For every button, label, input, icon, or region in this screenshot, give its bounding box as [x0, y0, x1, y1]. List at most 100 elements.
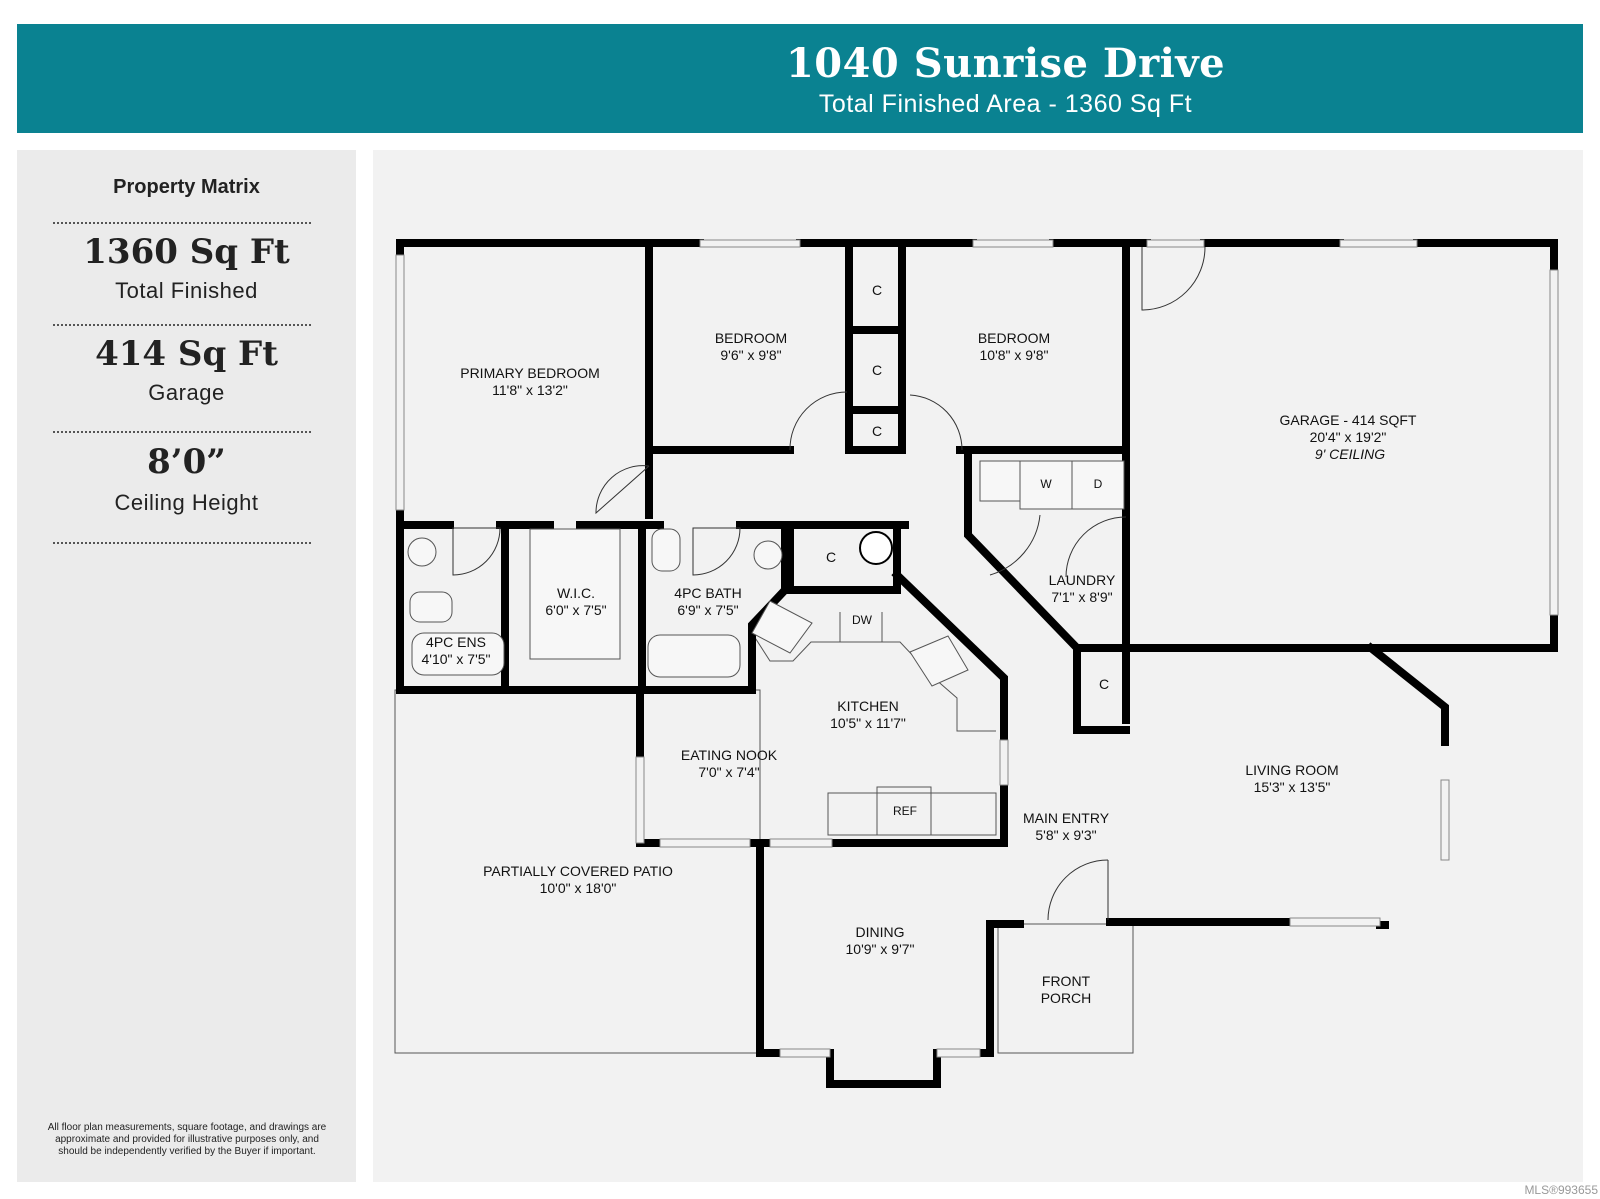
garage-ceiling-note: 9' CEILING: [1315, 446, 1385, 462]
svg-text:BEDROOM: BEDROOM: [978, 330, 1050, 346]
patio-name: PARTIALLY COVERED PATIO: [483, 863, 673, 879]
ceiling-height-label: Ceiling Height: [114, 490, 259, 515]
ceiling-height-value: 8’0”: [147, 442, 226, 482]
porch-outline: [997, 923, 1134, 1054]
laundry-name: LAUNDRY: [1049, 572, 1116, 588]
svg-text:11'8" x 13'2": 11'8" x 13'2": [492, 382, 568, 398]
svg-text:PORCH: PORCH: [1041, 990, 1092, 1006]
front-porch-name: FRONT: [1042, 973, 1091, 989]
svg-text:C: C: [872, 282, 882, 298]
kitchen-name: KITCHEN: [837, 698, 898, 714]
total-finished-label: Total Finished: [115, 278, 258, 303]
patio-size: 10'0" x 18'0": [540, 880, 617, 896]
garage-name: GARAGE - 414 SQFT: [1280, 412, 1417, 428]
dryer-label: D: [1094, 477, 1103, 491]
svg-text:EATING NOOK: EATING NOOK: [681, 747, 778, 763]
washer-label: W: [1040, 477, 1052, 491]
ensuite-name: 4PC ENS: [426, 634, 486, 650]
svg-text:BEDROOM: BEDROOM: [715, 330, 787, 346]
bedroom-2-name: BEDROOM: [715, 330, 787, 346]
garage-label: Garage: [148, 380, 225, 405]
dishwasher-label: DW: [852, 613, 873, 627]
closet-label: C: [872, 282, 882, 298]
main-entry-size: 5'8" x 9'3": [1035, 827, 1096, 843]
mls-watermark: MLS®993655: [1524, 1183, 1598, 1197]
svg-text:MAIN ENTRY: MAIN ENTRY: [1023, 810, 1110, 826]
property-address: 1040 Sunrise Drive: [785, 40, 1226, 87]
svg-text:GARAGE - 414 SQFT: GARAGE - 414 SQFT: [1280, 412, 1417, 428]
closet-label: C: [872, 423, 882, 439]
closet-label: C: [1099, 676, 1109, 692]
svg-text:7'1" x 8'9": 7'1" x 8'9": [1051, 589, 1112, 605]
svg-text:D: D: [1094, 477, 1103, 491]
floor-plan: PRIMARY BEDROOM 11'8" x 13'2" BEDROOM 9'…: [394, 239, 1559, 1088]
divider: [53, 222, 311, 224]
svg-text:C: C: [1099, 676, 1109, 692]
living-room-name: LIVING ROOM: [1245, 762, 1338, 778]
svg-text:LAUNDRY: LAUNDRY: [1049, 572, 1116, 588]
bedroom-3-size: 10'8" x 9'8": [980, 347, 1049, 363]
bath-name: 4PC BATH: [674, 585, 741, 601]
ensuite-size: 4'10" x 7'5": [422, 651, 491, 667]
svg-text:15'3" x 13'5": 15'3" x 13'5": [1254, 779, 1331, 795]
svg-text:PARTIALLY COVERED PATIO: PARTIALLY COVERED PATIO: [483, 863, 673, 879]
floor-plan-panel: PRIMARY BEDROOM 11'8" x 13'2" BEDROOM 9'…: [373, 150, 1583, 1182]
primary-bedroom-name: PRIMARY BEDROOM: [460, 365, 600, 381]
svg-text:KITCHEN: KITCHEN: [837, 698, 898, 714]
svg-text:C: C: [826, 549, 836, 565]
svg-text:PRIMARY BEDROOM: PRIMARY BEDROOM: [460, 365, 600, 381]
closet-label: C: [872, 362, 882, 378]
property-matrix-panel: Property Matrix 1360 Sq Ft Total Finishe…: [17, 150, 356, 1182]
svg-text:W: W: [1040, 477, 1052, 491]
svg-text:DW: DW: [852, 613, 873, 627]
header-banner: 1040 Sunrise Drive Total Finished Area -…: [17, 24, 1583, 133]
divider: [53, 542, 311, 544]
wic-size: 6'0" x 7'5": [545, 602, 606, 618]
svg-text:6'0" x 7'5": 6'0" x 7'5": [545, 602, 606, 618]
total-area: Total Finished Area - 1360 Sq Ft: [818, 90, 1193, 118]
front-porch-name-line2: PORCH: [1041, 990, 1092, 1006]
svg-text:REF: REF: [893, 804, 917, 818]
garage-size: 20'4" x 19'2": [1310, 429, 1387, 445]
kitchen-size: 10'5" x 11'7": [830, 715, 906, 731]
property-matrix-heading: Property Matrix: [113, 176, 260, 198]
bedroom-2-size: 9'6" x 9'8": [720, 347, 781, 363]
primary-bedroom-size: 11'8" x 13'2": [492, 382, 568, 398]
main-entry-name: MAIN ENTRY: [1023, 810, 1110, 826]
svg-text:C: C: [872, 423, 882, 439]
svg-text:C: C: [872, 362, 882, 378]
laundry-size: 7'1" x 8'9": [1051, 589, 1112, 605]
svg-text:W.I.C.: W.I.C.: [557, 585, 595, 601]
svg-text:9'6" x 9'8": 9'6" x 9'8": [720, 347, 781, 363]
svg-text:7'0" x 7'4": 7'0" x 7'4": [698, 764, 759, 780]
svg-text:10'8" x 9'8": 10'8" x 9'8": [980, 347, 1049, 363]
svg-text:DINING: DINING: [856, 924, 905, 940]
svg-text:4'10" x 7'5": 4'10" x 7'5": [422, 651, 491, 667]
svg-text:6'9" x 7'5": 6'9" x 7'5": [677, 602, 738, 618]
eating-nook-name: EATING NOOK: [681, 747, 778, 763]
wic-name: W.I.C.: [557, 585, 595, 601]
bath-size: 6'9" x 7'5": [677, 602, 738, 618]
eating-nook-size: 7'0" x 7'4": [698, 764, 759, 780]
svg-text:4PC ENS: 4PC ENS: [426, 634, 486, 650]
svg-text:20'4" x 19'2": 20'4" x 19'2": [1310, 429, 1387, 445]
svg-text:10'9" x 9'7": 10'9" x 9'7": [846, 941, 915, 957]
closet-label: C: [826, 549, 836, 565]
disclaimer: All floor plan measurements, square foot…: [47, 1122, 327, 1157]
svg-text:LIVING ROOM: LIVING ROOM: [1245, 762, 1338, 778]
svg-text:4PC BATH: 4PC BATH: [674, 585, 741, 601]
total-finished-value: 1360 Sq Ft: [83, 232, 290, 272]
svg-text:9' CEILING: 9' CEILING: [1315, 446, 1385, 462]
divider: [53, 431, 311, 433]
svg-text:10'0" x 18'0": 10'0" x 18'0": [540, 880, 617, 896]
divider: [53, 324, 311, 326]
svg-text:5'8" x 9'3": 5'8" x 9'3": [1035, 827, 1096, 843]
fridge-label: REF: [893, 804, 917, 818]
dining-name: DINING: [856, 924, 905, 940]
dining-size: 10'9" x 9'7": [846, 941, 915, 957]
svg-text:FRONT: FRONT: [1042, 973, 1091, 989]
living-room-size: 15'3" x 13'5": [1254, 779, 1331, 795]
svg-text:10'5" x 11'7": 10'5" x 11'7": [830, 715, 906, 731]
bedroom-3-name: BEDROOM: [978, 330, 1050, 346]
garage-value: 414 Sq Ft: [95, 334, 278, 374]
